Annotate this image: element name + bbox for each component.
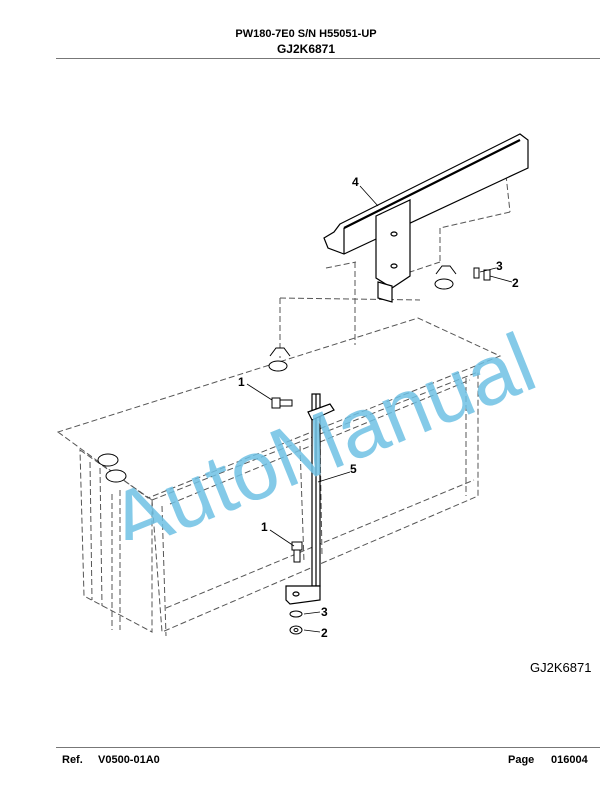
bolt-1-upper [271,397,293,409]
callout-2-upper: 2 [512,276,519,290]
watermark-text: AutoManual [97,315,548,540]
header-model-line: PW180-7E0 S/N H55051-UP [235,28,377,40]
wing-nuts [97,265,457,483]
callout-1-upper: 1 [238,375,245,389]
watermark-logo: AutoManual [97,315,548,540]
battery-front-left [79,449,153,633]
figure-code: GJ2K6871 [530,660,592,675]
header-part-code: GJ2K6871 [276,42,336,56]
washer-nut-lower [289,610,303,635]
hold-down-rod-5 [285,393,335,605]
header-divider [56,58,600,59]
footer-page-label: Page [508,754,535,766]
callout-1-lower: 1 [261,520,268,534]
bolt-1-lower [291,541,303,563]
footer-divider [56,747,600,748]
callout-3-lower: 3 [321,605,328,619]
callout-5: 5 [350,462,357,476]
footer-ref-label: Ref. [62,754,83,766]
footer-page-value: 016004 [551,754,588,766]
callout-2-lower: 2 [321,626,328,640]
callout-3-upper: 3 [496,259,503,273]
bracket-bar-4 [323,133,529,303]
leader-lines [246,185,513,633]
callout-4: 4 [352,175,359,189]
footer-ref-value: V0500-01A0 [98,754,160,766]
